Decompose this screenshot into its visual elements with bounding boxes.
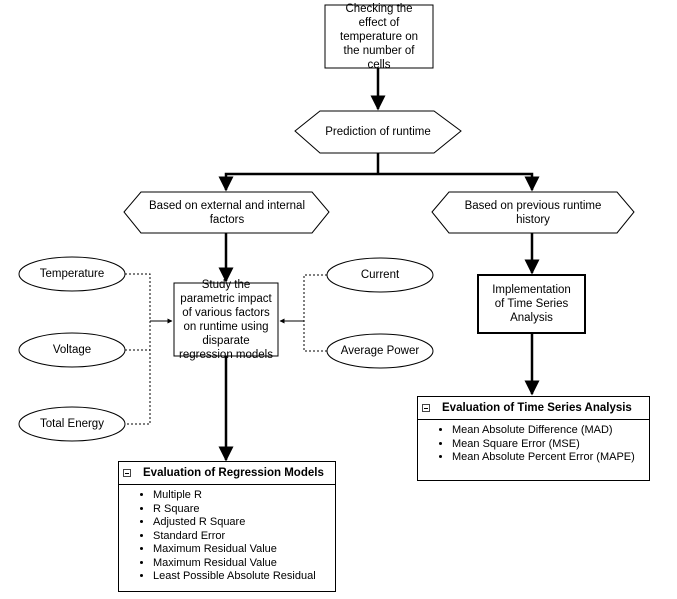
connector-branch-right — [378, 172, 540, 192]
regression-metrics-list: Multiple R R Square Adjusted R Square St… — [119, 489, 335, 584]
timeseries-evaluation-panel: Evaluation of Time Series Analysis Mean … — [417, 396, 650, 481]
connector-branch-left — [218, 172, 378, 192]
top-process-label: Checking the effect of temperature on th… — [340, 2, 418, 71]
decision-hexagon — [294, 110, 462, 154]
decision-label: Prediction of runtime — [325, 126, 431, 138]
top-process-box — [324, 4, 434, 69]
timeseries-panel-title: Evaluation of Time Series Analysis — [442, 402, 632, 414]
regression-evaluation-panel: Evaluation of Regression Models Multiple… — [118, 461, 336, 592]
study-process-box — [173, 282, 279, 357]
temperature-label: Temperature — [39, 268, 105, 280]
list-item: Least Possible Absolute Residual — [153, 570, 335, 584]
collapse-icon[interactable] — [123, 469, 131, 477]
list-item: R Square — [153, 503, 335, 517]
collapse-icon[interactable] — [422, 404, 430, 412]
left-branch-hexagon — [123, 191, 330, 234]
left-branch-label: Based on external and internal factors — [149, 199, 305, 226]
list-item: Maximum Residual Value — [153, 543, 335, 557]
right-branch-hexagon — [431, 191, 635, 234]
ts-implementation-label: Implementation of Time Series Analysis — [492, 284, 571, 324]
regression-panel-title: Evaluation of Regression Models — [143, 467, 324, 479]
voltage-label: Voltage — [52, 344, 92, 356]
list-item: Mean Square Error (MSE) — [452, 438, 649, 452]
total-energy-ellipse — [18, 406, 126, 442]
list-item: Standard Error — [153, 530, 335, 544]
list-item: Maximum Residual Value — [153, 557, 335, 571]
list-item: Multiple R — [153, 489, 335, 503]
ts-implementation-box — [477, 274, 586, 334]
list-item: Mean Absolute Percent Error (MAPE) — [452, 451, 649, 465]
current-label: Current — [360, 269, 400, 281]
right-branch-label: Based on previous runtime history — [464, 199, 602, 226]
regression-panel-header: Evaluation of Regression Models — [119, 462, 335, 485]
total-energy-label: Total Energy — [40, 418, 104, 430]
study-label: Study the parametric impact of various f… — [179, 278, 273, 361]
timeseries-metrics-list: Mean Absolute Difference (MAD) Mean Squa… — [418, 424, 649, 465]
average-power-label: Average Power — [340, 345, 420, 357]
right-factor-connectors — [279, 274, 327, 352]
list-item: Adjusted R Square — [153, 516, 335, 530]
timeseries-panel-header: Evaluation of Time Series Analysis — [418, 397, 649, 420]
list-item: Mean Absolute Difference (MAD) — [452, 424, 649, 438]
left-factor-connectors — [125, 273, 173, 425]
